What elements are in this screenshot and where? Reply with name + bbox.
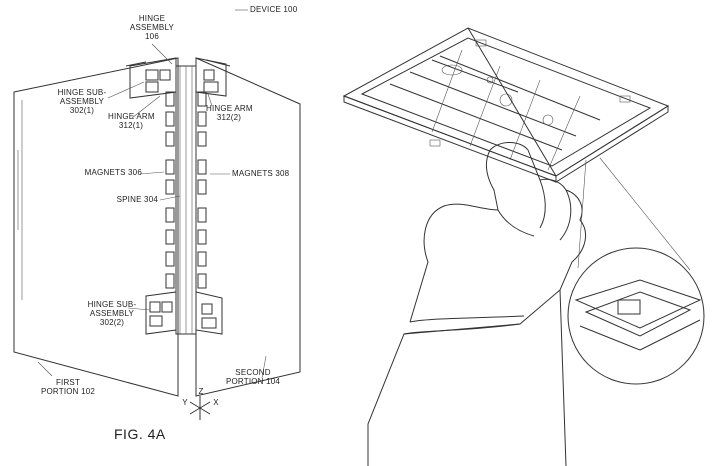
- spine: [175, 65, 197, 335]
- hinge-arm-right-label: HINGE ARM 312(2): [206, 104, 253, 122]
- hinge-sub-assembly-top: [125, 57, 231, 99]
- second-portion-label: SECOND PORTION 104: [225, 368, 281, 386]
- axis-y-label: Y: [182, 398, 188, 407]
- magnets-left: [165, 91, 175, 289]
- axis-z-label: Z: [198, 387, 204, 396]
- hand: [367, 142, 587, 466]
- figure-caption: FIG. 4A: [114, 426, 166, 442]
- detail-magnifier: [567, 157, 705, 385]
- dual-screen-device: [342, 27, 670, 183]
- hinge-sub-assembly-bottom: [145, 291, 223, 335]
- spine-label: SPINE 304: [116, 195, 158, 204]
- hinge-sub-assembly-bottom-label: HINGE SUB- ASSEMBLY 302(2): [87, 300, 137, 327]
- hinge-sub-assembly-top-label: HINGE SUB- ASSEMBLY 302(1): [57, 88, 107, 115]
- hinge-assembly-label: HINGE ASSEMBLY 106: [129, 14, 175, 41]
- magnets-right: [197, 91, 207, 289]
- device-label: DEVICE 100: [250, 5, 298, 14]
- first-portion-panel: [13, 57, 179, 397]
- magnets-right-label: MAGNETS 308: [232, 169, 290, 178]
- leader-lines: [37, 9, 267, 379]
- first-portion-label: FIRST PORTION 102: [40, 378, 96, 396]
- magnets-left-label: MAGNETS 306: [84, 168, 142, 177]
- axis-x-label: X: [213, 398, 219, 407]
- hinge-arm-left-label: HINGE ARM 312(1): [108, 112, 155, 130]
- axis-gizmo: [189, 396, 211, 420]
